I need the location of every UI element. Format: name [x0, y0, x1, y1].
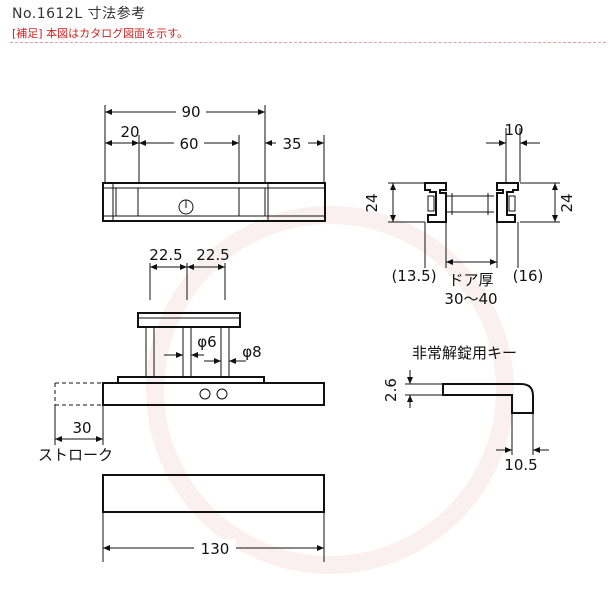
dim-pitch-b: 22.5 — [196, 246, 229, 264]
dim-bottom-total: 130 — [201, 540, 230, 558]
dim-side-right-height: 24 — [558, 193, 576, 212]
dim-key-thickness: 2.6 — [382, 378, 400, 402]
stroke-label: ストローク — [38, 446, 113, 464]
header-divider — [10, 42, 606, 43]
door-range-label: 30〜40 — [444, 290, 497, 308]
dim-side-left-height: 24 — [363, 193, 381, 212]
dim-side-left-bottom: (13.5) — [391, 267, 436, 285]
side-view: 10 24 24 (13.5) ドア厚 (16) 30〜40 — [363, 121, 576, 308]
bottom-view: 130 — [102, 474, 325, 562]
page-title: No.1612L 寸法参考 — [12, 6, 146, 22]
dim-key-width: 10.5 — [504, 456, 537, 474]
front-view: 22.5 22.5 φ6 φ8 30 ストローク — [38, 246, 325, 464]
emergency-key: 非常解錠用キー 2.6 10.5 — [382, 344, 549, 474]
dim-stroke: 30 — [72, 419, 91, 437]
supplement-note: [補足] 本図はカタログ図面を示す。 — [12, 27, 188, 40]
door-thickness-label: ドア厚 — [448, 271, 493, 289]
dim-side-right-bottom: (16) — [513, 267, 544, 285]
top-view: 90 20 60 35 — [102, 102, 326, 222]
dim-top-left: 20 — [120, 123, 139, 141]
watermark-logo — [146, 206, 514, 574]
dim-top-total: 90 — [181, 103, 200, 121]
dim-hole-large: φ8 — [242, 343, 261, 361]
dim-pitch-a: 22.5 — [149, 246, 182, 264]
emergency-key-label: 非常解錠用キー — [412, 344, 517, 362]
dim-top-right: 35 — [282, 135, 301, 153]
dim-top-mid: 60 — [179, 135, 198, 153]
dim-side-top: 10 — [504, 121, 523, 139]
dim-hole-small: φ6 — [197, 333, 216, 351]
